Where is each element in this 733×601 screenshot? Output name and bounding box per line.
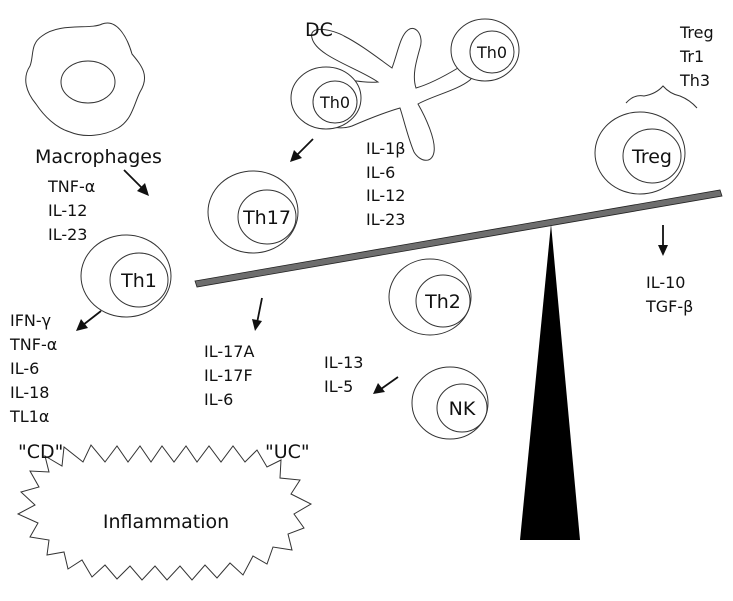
- macrophage-cytokine-2: IL-12: [48, 201, 87, 220]
- treg-label: Treg: [631, 146, 672, 168]
- dc-cytokine-2: IL-6: [366, 163, 395, 182]
- th1-cytokine-5: TL1α: [9, 407, 49, 426]
- th17-cell: [207, 170, 299, 254]
- arrow-th17-to-cytokines: [252, 297, 263, 331]
- uc-label: "UC": [265, 441, 310, 463]
- th0-label-left: Th0: [319, 93, 350, 112]
- th1-cell: [80, 234, 172, 318]
- nk-cytokine-2: IL-5: [324, 377, 353, 396]
- th0-cell-left: [290, 66, 362, 130]
- nk-cytokine-1: IL-13: [324, 353, 363, 372]
- treg-cytokine-2: TGF-β: [645, 297, 693, 316]
- th2-cell: [388, 258, 472, 336]
- treg-subsets-brace: [625, 85, 698, 109]
- th1-label: Th1: [120, 270, 157, 292]
- arrow-macrophage-to-th1: [123, 169, 149, 196]
- th1-cytokine-2: TNF-α: [9, 335, 57, 354]
- arrow-treg-to-cytokines: [658, 225, 668, 256]
- inflammation-label: Inflammation: [103, 511, 229, 533]
- macrophage-nucleus: [60, 60, 116, 104]
- th1-cytokine-1: IFN-γ: [10, 311, 51, 330]
- nk-label: NK: [449, 398, 476, 420]
- th17-cytokine-2: IL-17F: [204, 366, 253, 385]
- th17-cytokine-1: IL-17A: [204, 342, 254, 361]
- nk-cell: [411, 366, 489, 440]
- dc-cytokine-3: IL-12: [366, 186, 405, 205]
- th0-cell-right: [450, 18, 520, 82]
- dc-cytokine-1: IL-1β: [366, 139, 406, 158]
- th17-cytokine-3: IL-6: [204, 390, 233, 409]
- dc-label: DC: [305, 19, 333, 41]
- treg-cytokine-1: IL-10: [646, 273, 685, 292]
- cd-label: "CD": [18, 441, 63, 463]
- fulcrum: [520, 224, 580, 540]
- inflammation-burst: [16, 444, 313, 581]
- th1-cytokine-4: IL-18: [10, 383, 49, 402]
- th1-cytokine-3: IL-6: [10, 359, 39, 378]
- arrow-nk-to-cytokines: [373, 376, 399, 394]
- macrophages-label: Macrophages: [35, 146, 162, 168]
- macrophage-cell: [25, 22, 145, 136]
- balance-beam: [194, 189, 723, 288]
- treg-subset-tr1: Tr1: [679, 47, 704, 66]
- treg-cell: [594, 111, 686, 195]
- macrophage-cytokine-3: IL-23: [48, 225, 87, 244]
- th0-label-right: Th0: [476, 43, 507, 62]
- arrow-dc-to-th17: [290, 138, 314, 162]
- th17-label: Th17: [242, 207, 291, 229]
- dc-cytokine-4: IL-23: [366, 210, 405, 229]
- arrow-th1-to-cytokines: [76, 310, 102, 331]
- treg-subset-treg: Treg: [679, 23, 714, 42]
- treg-subset-th3: Th3: [679, 71, 710, 90]
- macrophage-cytokine-1: TNF-α: [47, 177, 95, 196]
- th2-label: Th2: [424, 291, 461, 313]
